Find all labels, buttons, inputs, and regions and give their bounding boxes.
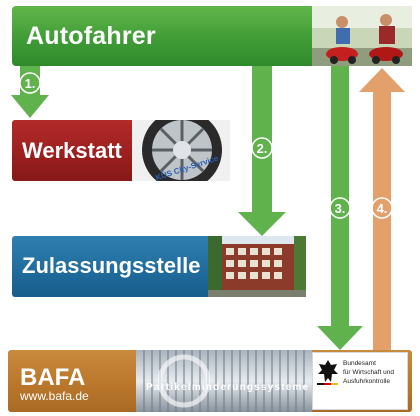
step-2: 2. xyxy=(251,137,273,159)
bafa-url-link[interactable]: www.bafa.de xyxy=(20,389,89,403)
step-3: 3. xyxy=(329,197,351,219)
arrow-1 xyxy=(11,66,49,118)
bafa-logo: Bundesamt für Wirtschaft und Ausfuhrkont… xyxy=(312,352,408,410)
step-3-number: 3. xyxy=(335,201,346,216)
filter-photo: Partikelminderungssysteme xyxy=(136,350,312,412)
bafa-logo-text: Bundesamt für Wirtschaft und Ausfuhrkont… xyxy=(343,360,394,385)
step-2-number: 2. xyxy=(257,141,268,156)
werkstatt-label: Werkstatt xyxy=(22,138,122,163)
kids-photo xyxy=(312,6,412,66)
zulassungsstelle-label: Zulassungsstelle xyxy=(22,253,201,278)
step-1-number: 1. xyxy=(25,76,36,91)
step-4-number: 4. xyxy=(377,201,388,216)
arrow-3 xyxy=(317,66,363,350)
building-photo xyxy=(208,236,306,297)
autofahrer-label: Autofahrer xyxy=(26,22,156,50)
bafa-label: BAFA xyxy=(20,364,86,391)
eagle-icon xyxy=(317,360,338,385)
wheel-photo: KÜS City-Service xyxy=(132,120,230,181)
arrow-2 xyxy=(238,66,286,236)
arrow-4 xyxy=(359,68,405,350)
bafa-photo-text: Partikelminderungssysteme xyxy=(146,382,309,393)
step-1: 1. xyxy=(19,72,41,94)
step-4: 4. xyxy=(371,197,393,219)
